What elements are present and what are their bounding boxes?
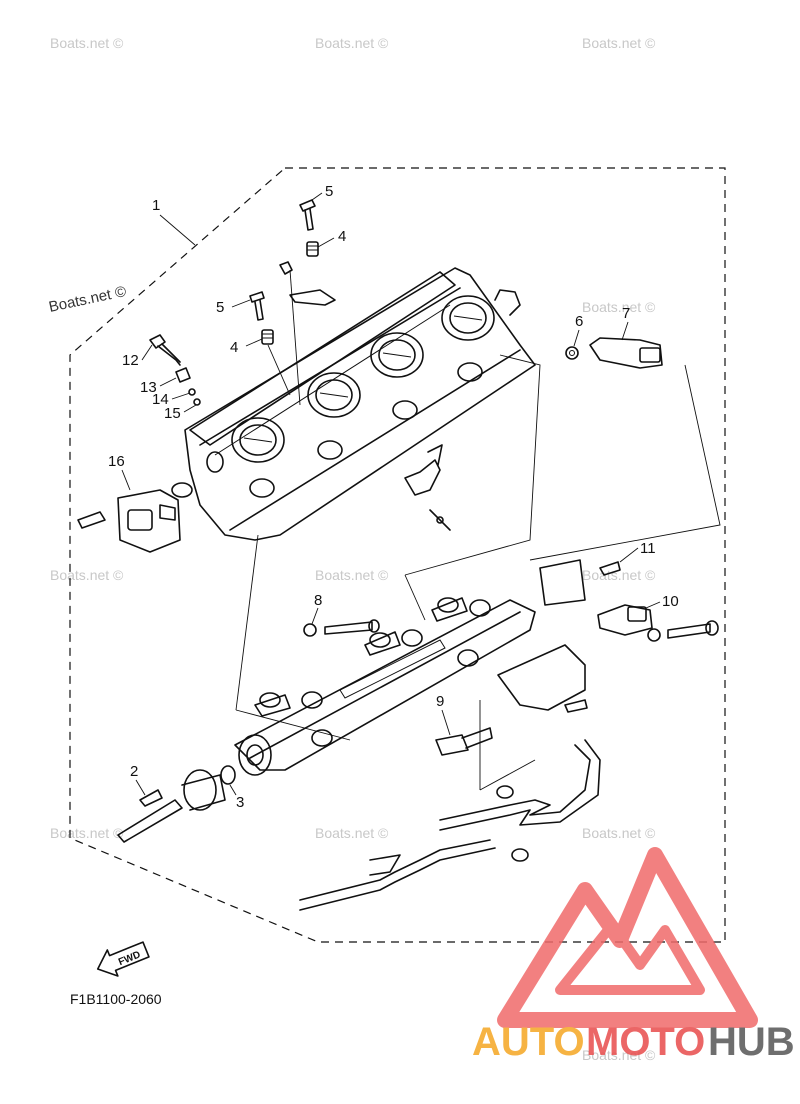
automotohub-logo: AUTO MOTO HUB (472, 847, 795, 1064)
watermark: Boats.net © (315, 35, 389, 51)
throttle-bore (231, 417, 285, 463)
callout-8: 8 (314, 592, 322, 609)
callout-9: 9 (436, 693, 444, 710)
callout-7: 7 (622, 305, 630, 322)
watermark: Boats.net © (582, 825, 656, 841)
o-ring-3 (220, 765, 236, 785)
washer-8 (303, 623, 317, 637)
watermark-dark: Boats.net © (47, 283, 127, 316)
watermark: Boats.net © (582, 567, 656, 583)
fuel-rail (234, 597, 536, 776)
watermark: Boats.net © (582, 299, 656, 315)
bracket-11 (539, 559, 621, 606)
throttle-bore (441, 295, 495, 341)
spring-4-upper (306, 241, 319, 257)
fuel-hose (299, 739, 601, 911)
fwd-arrow-icon: FWD (96, 941, 150, 977)
watermark: Boats.net © (50, 825, 124, 841)
bolt (667, 623, 711, 639)
callout-11: 11 (640, 540, 656, 557)
watermark: Boats.net © (50, 35, 124, 51)
throttle-bore (307, 372, 361, 418)
logo-triangle-icon (497, 847, 758, 1028)
drawing-code: F1B1100-2060 (70, 991, 162, 1007)
throttle-position-sensor-16 (77, 482, 193, 553)
callout-13: 13 (140, 379, 157, 396)
watermark: Boats.net © (315, 825, 389, 841)
bolt-8 (324, 621, 373, 635)
watermark: Boats.net © (582, 35, 656, 51)
watermark: Boats.net © (315, 567, 389, 583)
callout-6: 6 (575, 313, 583, 330)
callout-2: 2 (130, 763, 138, 780)
washer (647, 628, 661, 642)
logo-text-moto: MOTO (586, 1020, 705, 1064)
sensor-7 (589, 337, 663, 369)
callout-16: 16 (108, 453, 125, 470)
spring-13 (175, 367, 191, 383)
throttle-bore (370, 332, 424, 378)
callout-10: 10 (662, 593, 679, 610)
washer-14 (188, 388, 196, 396)
callout-4: 4 (338, 228, 346, 245)
callout-1: 1 (152, 197, 160, 214)
screw-5-upper (299, 199, 316, 231)
adjust-screw-12 (149, 334, 181, 366)
bracket (289, 289, 336, 306)
callout-3: 3 (236, 794, 244, 811)
washer-6 (565, 346, 579, 360)
throttle-body (184, 267, 536, 541)
callout-14: 14 (152, 391, 169, 408)
callouts: 1 5 4 5 4 12 13 14 15 16 6 7 11 10 8 9 2… (108, 183, 679, 811)
callout-5: 5 (325, 183, 333, 200)
watermark-group: Boats.net © Boats.net © Boats.net © Boat… (47, 35, 656, 1063)
bracket (497, 644, 586, 711)
spring-4-lower (261, 329, 274, 345)
callout-15: 15 (164, 405, 181, 422)
sensor-10 (597, 604, 653, 636)
logo-text-hub: HUB (708, 1020, 795, 1064)
screw-5-lower (249, 291, 265, 321)
o-ring-15 (193, 398, 201, 406)
screw (279, 261, 293, 275)
watermark: Boats.net © (582, 1047, 656, 1063)
watermark: Boats.net © (50, 567, 124, 583)
callout-5: 5 (216, 299, 224, 316)
logo-text-auto: AUTO (472, 1020, 585, 1064)
sensor-9 (435, 727, 493, 756)
callout-4: 4 (230, 339, 238, 356)
callout-12: 12 (122, 352, 139, 369)
screw-2 (139, 789, 163, 807)
assembly-boundary (69, 167, 726, 943)
pipe-2 (117, 769, 226, 843)
